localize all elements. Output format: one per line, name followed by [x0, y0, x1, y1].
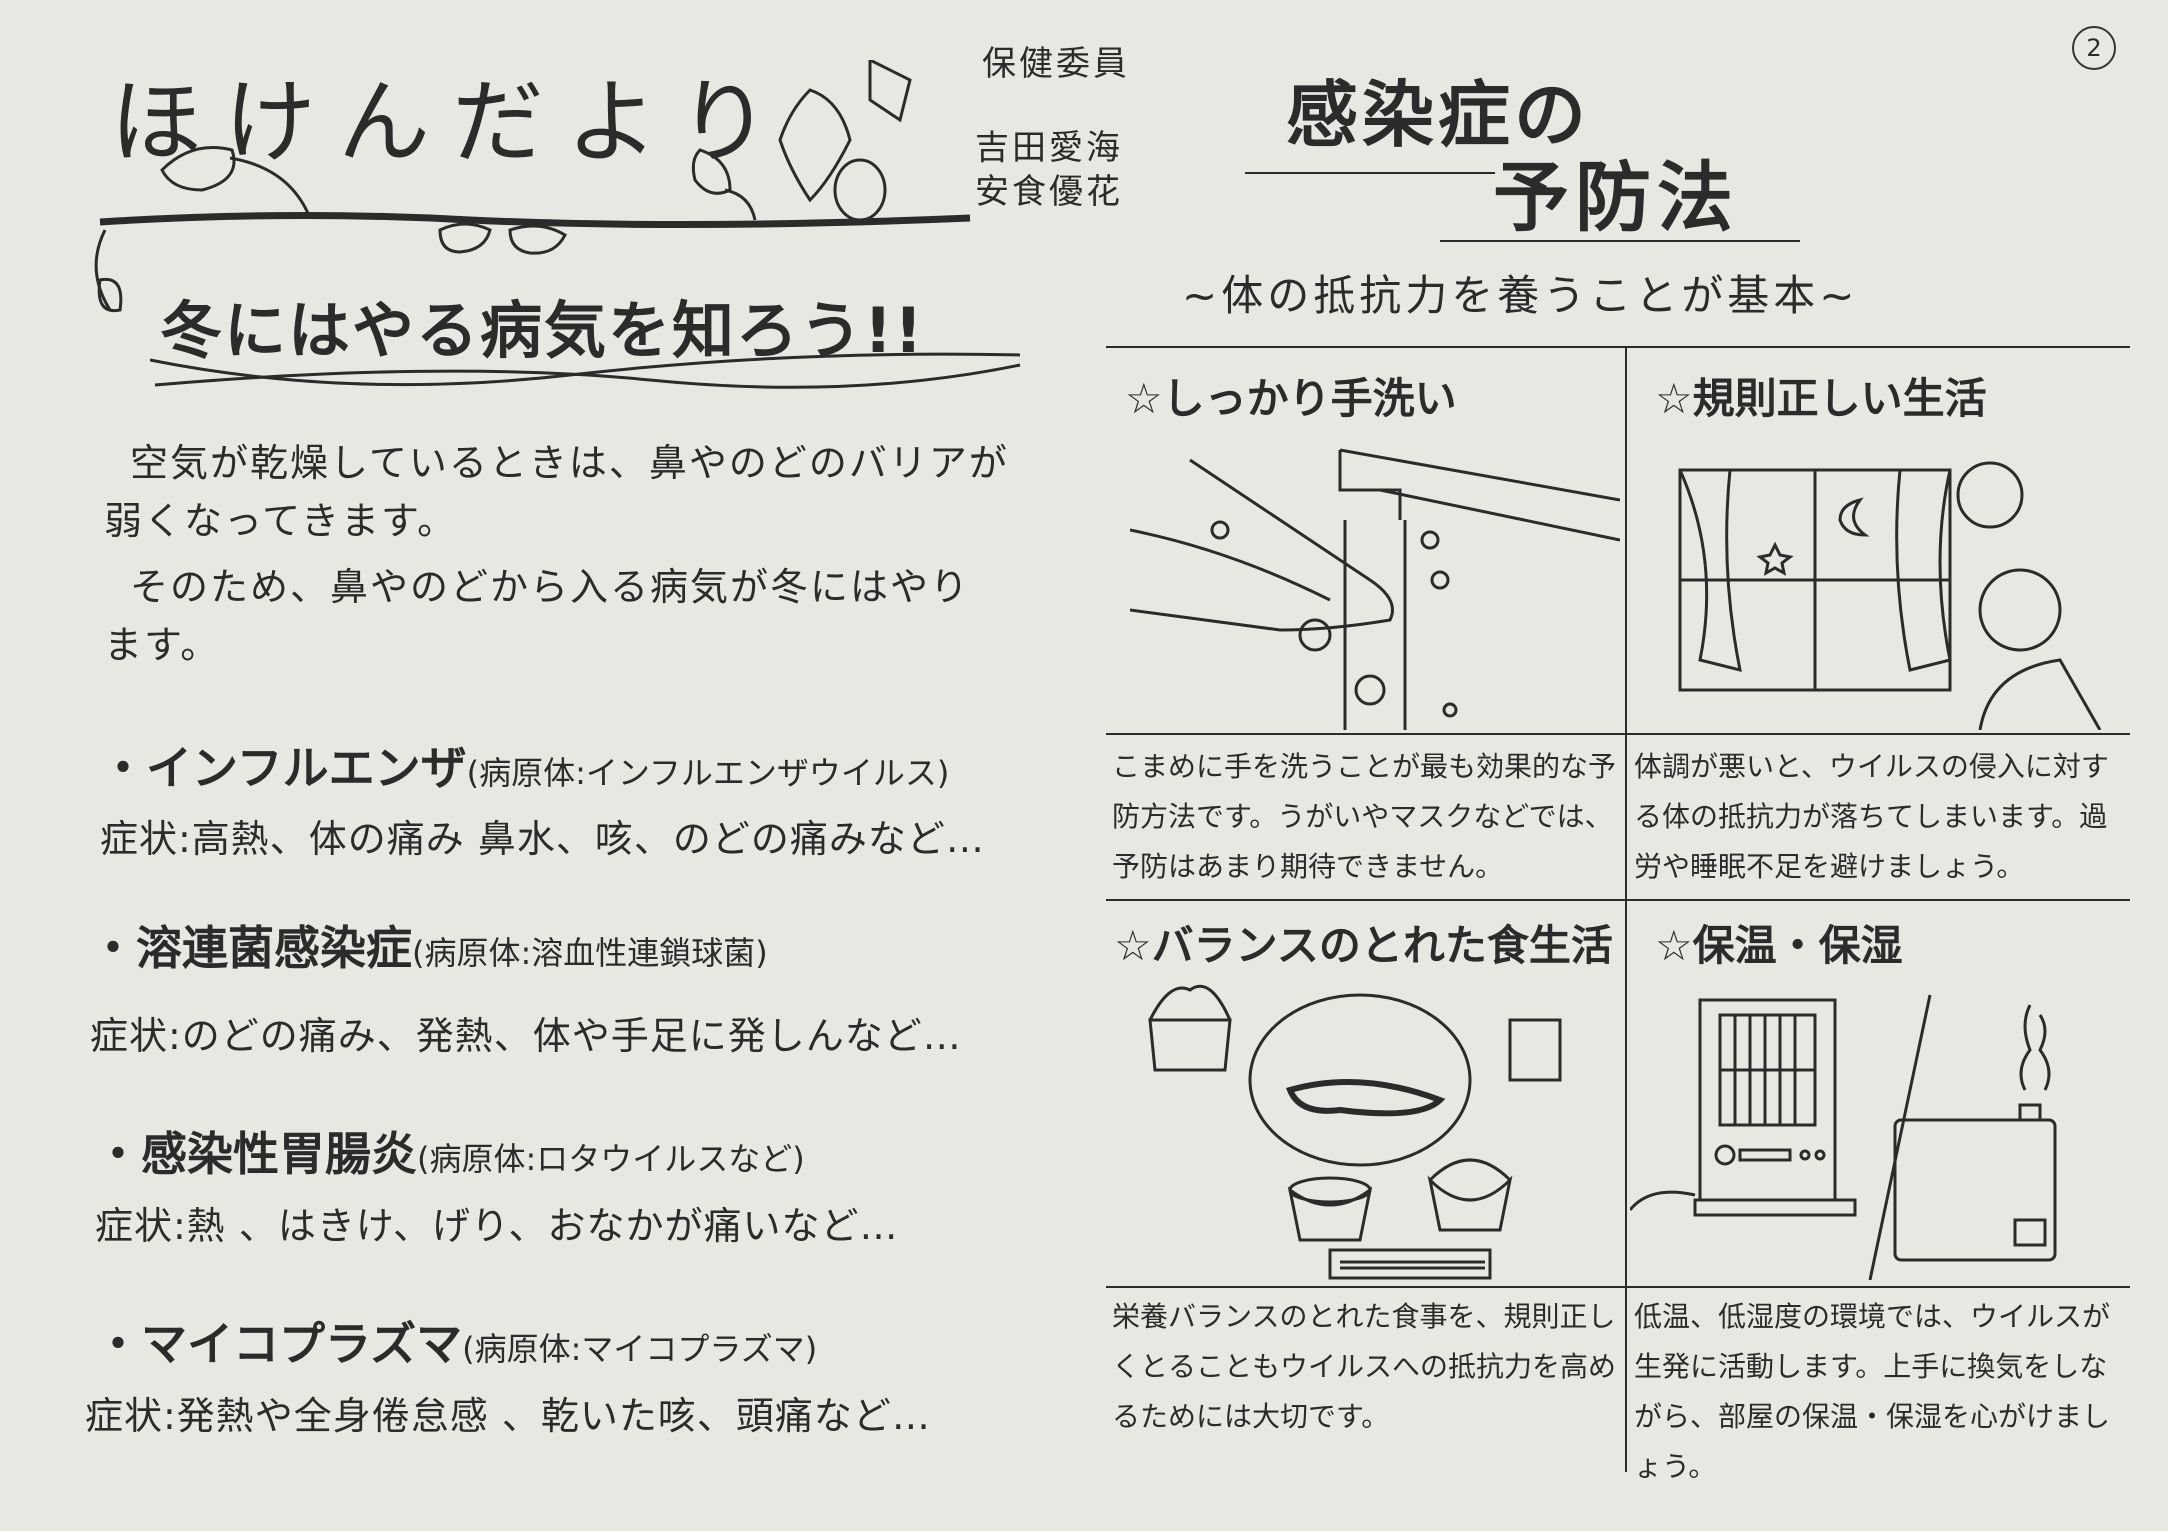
section-heading-handwashing: ☆しっかり手洗い: [1125, 374, 1457, 423]
disease-name: ・マイコプラズマ: [95, 1317, 463, 1371]
page-number: 2: [2072, 26, 2116, 70]
author-name: 吉田愛海: [975, 128, 1123, 168]
disease-entry: ・インフルエンザ(病原体:インフルエンザウイルス): [100, 732, 949, 798]
title-underline: [1245, 172, 1495, 174]
intro-line: ます。: [104, 623, 221, 667]
committee-label: 保健委員: [982, 44, 1130, 84]
section-heading-warmth-humidity: ☆保温・保湿: [1655, 921, 1903, 970]
prevention-title-line2: 予防法: [1493, 153, 1739, 242]
section-heading-regular-life: ☆規則正しい生活: [1655, 374, 1987, 423]
intro-line: 弱くなってきます。: [104, 499, 458, 543]
author-name: 安食優花: [975, 172, 1123, 212]
disease-pathogen: (病原体:ロタウイルスなど): [417, 1140, 805, 1178]
bedtime-illustration-icon: [1678, 461, 2102, 730]
disease-pathogen: (病原体:溶血性連鎖球菌): [412, 934, 768, 972]
disease-name: ・インフルエンザ: [100, 741, 467, 795]
headline: 冬にはやる病気を知ろう!!: [160, 294, 925, 367]
grid-divider: [1625, 346, 1627, 1472]
disease-pathogen: (病原体:マイコプラズマ): [462, 1330, 818, 1368]
disease-name: ・溶連菌感染症: [90, 921, 412, 975]
prevention-subtitle: ~体の抵抗力を養うことが基本~: [1182, 271, 1859, 320]
disease-name: ・感染性胃腸炎: [95, 1127, 417, 1181]
disease-entry: ・感染性胃腸炎(病原体:ロタウイルスなど): [95, 1118, 805, 1184]
section-text-handwashing: こまめに手を洗うことが最も効果的な予防方法です。うがいやマスクなどでは、予防はあ…: [1112, 750, 1617, 883]
disease-symptoms: 症状:高熱、体の痛み 鼻水、咳、のどの痛みなど…: [100, 817, 985, 861]
disease-symptoms: 症状:熱 、はきけ、げり、おなかが痛いなど…: [95, 1204, 899, 1248]
vine-decoration-icon: [94, 60, 971, 313]
disease-entry: ・溶連菌感染症(病原体:溶血性連鎖球菌): [90, 912, 768, 978]
handwashing-illustration-icon: [1130, 448, 1620, 730]
disease-pathogen: (病原体:インフルエンザウイルス): [466, 754, 950, 792]
grid-divider: [1106, 733, 2130, 735]
prevention-title-line1: 感染症の: [1286, 73, 1591, 157]
intro-line: 空気が乾燥しているときは、鼻やのどのバリアが: [130, 441, 1009, 485]
intro-line: そのため、鼻やのどから入る病気が冬にはやり: [130, 565, 971, 609]
section-text-regular-life: 体調が悪いと、ウイルスの侵入に対する体の抵抗力が落ちてしまいます。過労や睡眠不足…: [1634, 750, 2109, 883]
disease-symptoms: 症状:発熱や全身倦怠感 、乾いた咳、頭痛など…: [85, 1394, 931, 1438]
section-text-warmth-humidity: 低温、低湿度の環境では、ウイルスが生発に活動します。上手に換気をしながら、部屋の…: [1634, 1300, 2111, 1483]
section-text-balanced-diet: 栄養バランスのとれた食事を、規則正しくとることもウイルスへの抵抗力を高めるために…: [1112, 1300, 1617, 1433]
wave-underline-decoration: [150, 352, 1021, 389]
grid-divider: [1106, 899, 2130, 901]
newsletter-title: ほけんだより: [110, 69, 793, 176]
title-underline: [1440, 240, 1800, 242]
heater-humidifier-illustration-icon: [1630, 994, 2057, 1280]
disease-symptoms: 症状:のどの痛み、発熱、体や手足に発しんなど…: [90, 1014, 962, 1058]
meal-illustration-icon: [1148, 984, 1562, 1280]
grid-divider: [1106, 1286, 2130, 1288]
grid-divider: [1106, 346, 2130, 348]
disease-entry: ・マイコプラズマ(病原体:マイコプラズマ): [95, 1308, 817, 1374]
section-heading-balanced-diet: ☆バランスのとれた食生活: [1114, 921, 1613, 970]
